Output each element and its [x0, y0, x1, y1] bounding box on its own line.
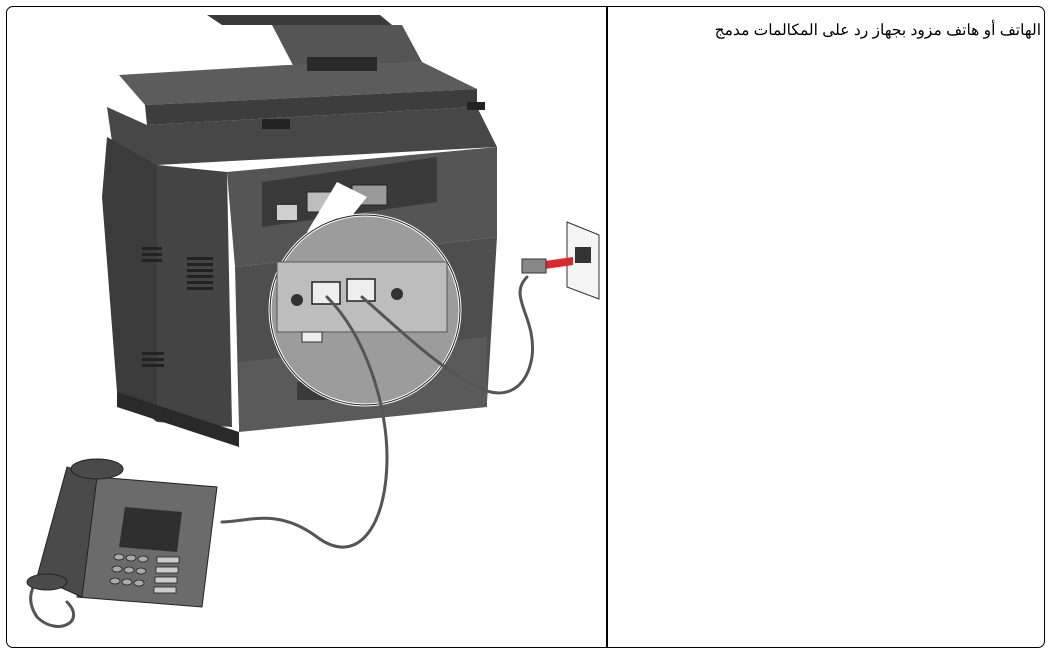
column-divider	[606, 7, 608, 647]
wall-jack-icon	[522, 222, 599, 299]
telephone-icon	[27, 459, 217, 607]
figure-table: الهاتف أو هاتف مزود بجهاز رد على المكالم…	[6, 6, 1045, 648]
connection-illustration	[7, 7, 606, 648]
printer-icon	[102, 15, 497, 447]
caption-text: الهاتف أو هاتف مزود بجهاز رد على المكالم…	[611, 21, 1041, 41]
illustration-svg	[7, 7, 606, 648]
